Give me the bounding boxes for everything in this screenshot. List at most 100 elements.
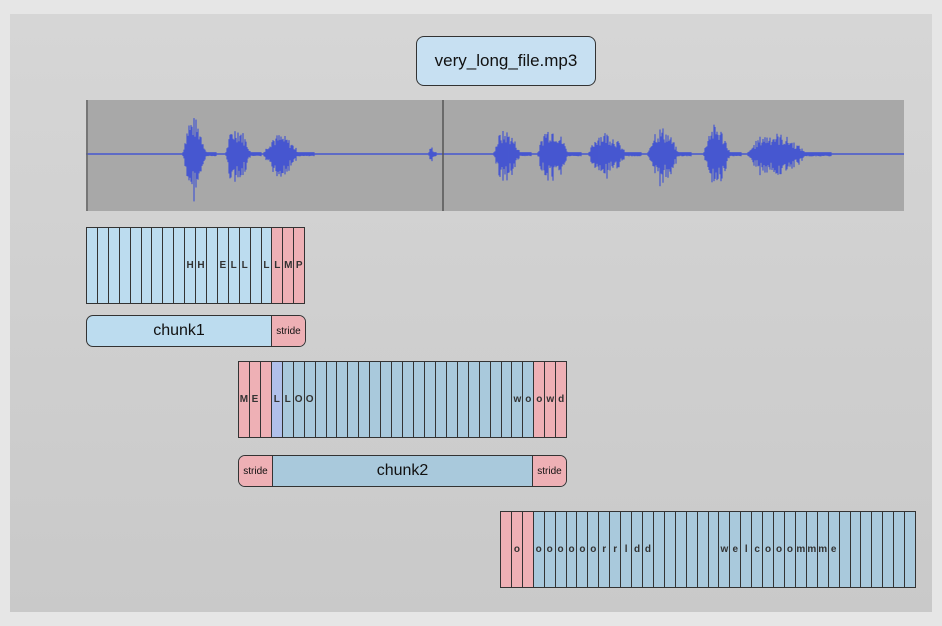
token-cell <box>108 228 120 303</box>
token-cell <box>686 512 698 587</box>
token-cell <box>479 362 491 437</box>
token-cell: O <box>293 362 305 437</box>
token-cell: o <box>523 362 535 437</box>
token-cell: w <box>512 362 524 437</box>
token-cell <box>839 512 851 587</box>
token-cell <box>894 512 906 587</box>
token-cell: e <box>730 512 742 587</box>
token-cell <box>337 362 349 437</box>
token-cell: o <box>511 512 523 587</box>
file-name-label: very_long_file.mp3 <box>416 36 596 86</box>
token-cell: o <box>763 512 775 587</box>
token-cell: O <box>304 362 316 437</box>
token-cell: d <box>642 512 654 587</box>
token-cell <box>392 362 404 437</box>
token-cell <box>850 512 862 587</box>
token-cell: m <box>817 512 829 587</box>
token-cell: d <box>556 362 567 437</box>
token-cell <box>424 362 436 437</box>
token-cell: E <box>217 228 229 303</box>
token-cell: L <box>282 362 294 437</box>
token-cell <box>501 512 512 587</box>
token-cell: c <box>752 512 764 587</box>
token-cell <box>97 228 109 303</box>
token-cell <box>315 362 327 437</box>
token-cell <box>326 362 338 437</box>
token-cell: L <box>271 362 283 437</box>
token-cell <box>883 512 895 587</box>
token-cell <box>414 362 425 437</box>
chunk1-bar: chunk1 stride <box>86 315 306 347</box>
chunk1-label: chunk1 <box>153 322 205 339</box>
token-cell <box>446 362 458 437</box>
stride-right: stride <box>532 456 566 486</box>
token-cell <box>119 228 131 303</box>
token-cell <box>697 512 709 587</box>
token-cell <box>675 512 687 587</box>
stride-right: stride <box>271 316 305 346</box>
token-cell <box>87 228 98 303</box>
token-cell <box>260 362 272 437</box>
token-cell: o <box>774 512 785 587</box>
token-cell <box>141 228 153 303</box>
token-cell <box>905 512 916 587</box>
token-cell <box>381 362 393 437</box>
token-cell: w <box>545 362 557 437</box>
token-cell <box>152 228 164 303</box>
token-cell: r <box>599 512 611 587</box>
waveform-svg <box>86 100 904 211</box>
token-cell <box>370 362 382 437</box>
token-cell: o <box>555 512 567 587</box>
token-cell <box>708 512 720 587</box>
token-cell <box>468 362 480 437</box>
token-cell: L <box>261 228 273 303</box>
token-cell <box>653 512 665 587</box>
token-cell: o <box>544 512 556 587</box>
token-cell: o <box>784 512 796 587</box>
token-cell: d <box>632 512 643 587</box>
token-cell <box>435 362 447 437</box>
token-cell: H <box>185 228 197 303</box>
token-cell: E <box>249 362 261 437</box>
token-cell: L <box>272 228 284 303</box>
token-cell <box>522 512 534 587</box>
chunk2-bar: stride chunk2 stride <box>238 455 567 487</box>
token-cell: L <box>239 228 251 303</box>
token-cell: o <box>577 512 589 587</box>
audio-waveform <box>86 100 904 211</box>
token-cell <box>490 362 502 437</box>
token-cell: o <box>566 512 578 587</box>
token-cell <box>664 512 676 587</box>
token-cell: l <box>621 512 633 587</box>
token-cell <box>130 228 142 303</box>
token-cell <box>861 512 873 587</box>
token-cell <box>163 228 175 303</box>
token-cell: M <box>283 228 295 303</box>
token-cell: m <box>806 512 818 587</box>
token-cell: o <box>588 512 600 587</box>
token-cell <box>457 362 469 437</box>
token-cell: r <box>610 512 622 587</box>
token-cell <box>872 512 884 587</box>
token-cell: o <box>533 512 545 587</box>
token-cell: l <box>741 512 753 587</box>
token-cell: H <box>196 228 207 303</box>
token-cell <box>501 362 513 437</box>
chunk2-label: chunk2 <box>376 462 429 479</box>
token-cell: w <box>719 512 731 587</box>
token-cell: M <box>239 362 250 437</box>
stride-left: stride <box>239 456 273 486</box>
token-cell <box>359 362 371 437</box>
token-cell <box>250 228 262 303</box>
token-cell: m <box>795 512 807 587</box>
token-cell: L <box>228 228 240 303</box>
token-cell <box>348 362 360 437</box>
token-cell: o <box>534 362 546 437</box>
token-cell <box>206 228 218 303</box>
token-cell: P <box>294 228 305 303</box>
token-cell: e <box>828 512 840 587</box>
token-cell <box>403 362 414 437</box>
